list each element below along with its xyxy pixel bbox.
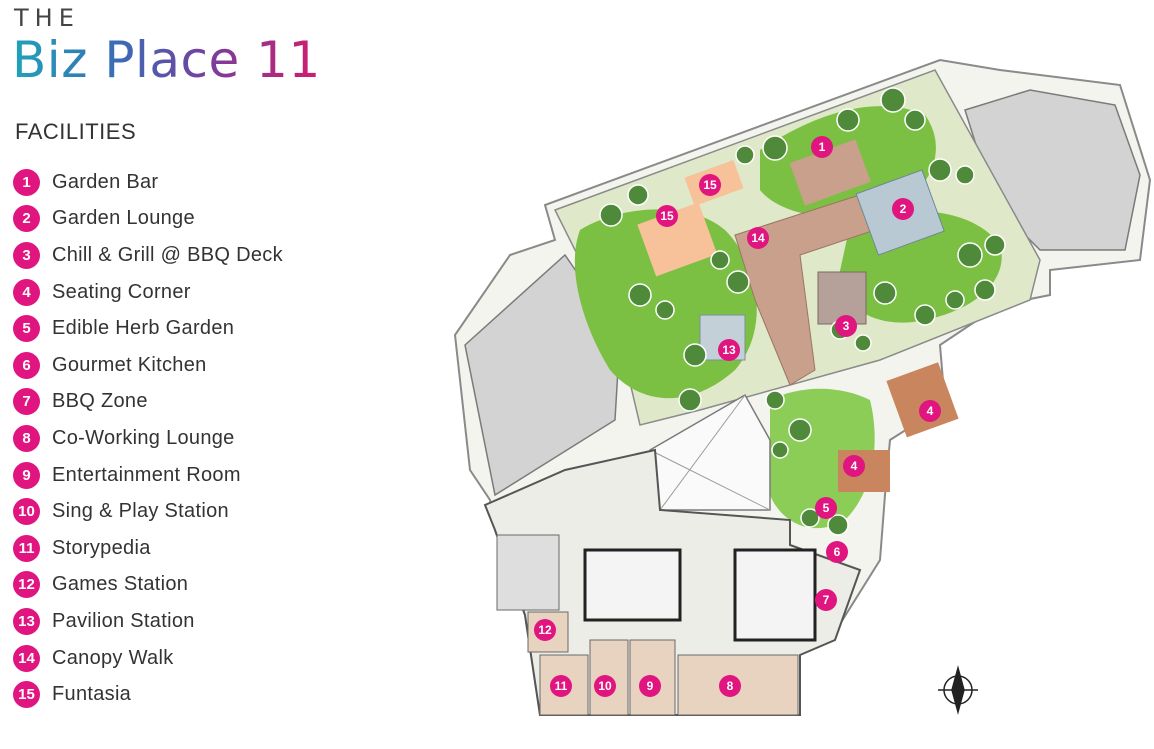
facility-item: 3 Chill & Grill @ BBQ Deck [13, 237, 283, 274]
map-marker-label: 4 [927, 404, 934, 418]
facility-label: Gourmet Kitchen [52, 353, 207, 376]
map-marker-label: 3 [843, 319, 850, 333]
facility-item: 6 Gourmet Kitchen [13, 347, 283, 384]
facility-label: Canopy Walk [52, 646, 174, 669]
map-marker-label: 2 [900, 202, 907, 216]
facility-number-badge: 3 [13, 241, 40, 269]
facility-item: 5 Edible Herb Garden [13, 310, 283, 347]
map-marker: 10 [594, 675, 616, 697]
brand-title: Biz Place 11 [12, 31, 321, 89]
facility-item: 1 Garden Bar [13, 164, 283, 201]
facility-label: Pavilion Station [52, 609, 195, 632]
map-marker: 9 [639, 675, 661, 697]
core-block-west [583, 548, 682, 622]
map-marker: 8 [719, 675, 741, 697]
facility-number-badge: 7 [13, 388, 40, 416]
facility-number-badge: 2 [13, 205, 40, 233]
bbq-deck [817, 271, 867, 325]
map-marker: 11 [550, 675, 572, 697]
site-plan-map: 1 2 3 4 4 5 6 7 8 9 10 11 12 13 14 15 15 [453, 58, 1152, 716]
map-marker: 15 [699, 174, 721, 196]
facility-number-badge: 4 [13, 278, 40, 306]
facility-item: 4 Seating Corner [13, 274, 283, 311]
facilities-heading: FACILITIES [15, 119, 137, 144]
map-marker-label: 10 [598, 679, 612, 693]
void-cross-line [649, 449, 771, 511]
facility-item: 13 Pavilion Station [13, 603, 283, 640]
facility-label: Chill & Grill @ BBQ Deck [52, 243, 283, 266]
tree-icon-group [599, 87, 1006, 536]
facility-item: 11 Storypedia [13, 530, 283, 567]
facility-number-badge: 13 [13, 607, 40, 635]
facility-label: Funtasia [52, 683, 132, 706]
map-marker: 6 [826, 541, 848, 563]
map-marker-label: 7 [823, 593, 830, 607]
map-marker-label: 9 [647, 679, 654, 693]
facility-label: Sing & Play Station [52, 500, 229, 523]
map-marker: 3 [835, 315, 857, 337]
facilities-list: 1 Garden Bar 2 Garden Lounge 3 Chill & Gril… [13, 164, 283, 713]
facility-number-badge: 12 [13, 571, 40, 599]
facility-number-badge: 11 [13, 534, 40, 562]
facility-label: Edible Herb Garden [52, 317, 235, 340]
map-marker-label: 11 [555, 679, 568, 693]
facility-item: 14 Canopy Walk [13, 640, 283, 677]
map-marker: 4 [919, 400, 941, 422]
facility-number-badge: 5 [13, 315, 40, 343]
facility-label: Garden Bar [52, 170, 159, 193]
facility-label: Seating Corner [52, 280, 191, 303]
facility-item: 8 Co-Working Lounge [13, 420, 283, 457]
map-marker: 2 [892, 198, 914, 220]
facility-label: Co-Working Lounge [52, 426, 235, 449]
facility-number-badge: 6 [13, 351, 40, 379]
facility-item: 12 Games Station [13, 567, 283, 604]
north-arrow-icon [938, 665, 978, 715]
facility-label: Garden Lounge [52, 207, 195, 230]
map-marker-label: 15 [660, 209, 674, 223]
core-block-east [733, 548, 817, 642]
map-marker-label: 6 [834, 545, 841, 559]
map-marker-label: 5 [823, 501, 830, 515]
seating-corner-deck [886, 362, 959, 438]
facility-number-badge: 9 [13, 461, 40, 489]
map-marker-label: 13 [722, 343, 736, 357]
brand-prefix: THE [14, 4, 80, 32]
map-marker-label: 15 [703, 178, 717, 192]
facility-item: 2 Garden Lounge [13, 201, 283, 238]
map-marker-label: 14 [751, 231, 765, 245]
facility-label: Games Station [52, 573, 189, 596]
facility-label: BBQ Zone [52, 390, 148, 413]
map-marker: 1 [811, 136, 833, 158]
map-marker: 12 [534, 619, 556, 641]
facility-item: 7 BBQ Zone [13, 384, 283, 421]
gym-room [496, 534, 560, 611]
map-marker-label: 4 [851, 459, 858, 473]
facility-number-badge: 8 [13, 424, 40, 452]
map-marker: 15 [656, 205, 678, 227]
facility-item: 9 Entertainment Room [13, 457, 283, 494]
facility-number-badge: 15 [13, 681, 40, 709]
map-marker-label: 12 [538, 623, 552, 637]
map-marker: 4 [843, 455, 865, 477]
map-marker-label: 8 [727, 679, 734, 693]
map-marker-label: 1 [819, 140, 826, 154]
facility-number-badge: 10 [13, 498, 40, 526]
facility-label: Storypedia [52, 536, 151, 559]
void-cross-line [659, 394, 746, 511]
facility-item: 15 Funtasia [13, 676, 283, 713]
facility-item: 10 Sing & Play Station [13, 493, 283, 530]
map-marker: 7 [815, 589, 837, 611]
facility-number-badge: 14 [13, 644, 40, 672]
map-marker: 14 [747, 227, 769, 249]
garden-bar-deck [789, 139, 871, 206]
map-marker: 13 [718, 339, 740, 361]
map-marker: 5 [815, 497, 837, 519]
facility-label: Entertainment Room [52, 463, 241, 486]
facility-number-badge: 1 [13, 168, 40, 196]
